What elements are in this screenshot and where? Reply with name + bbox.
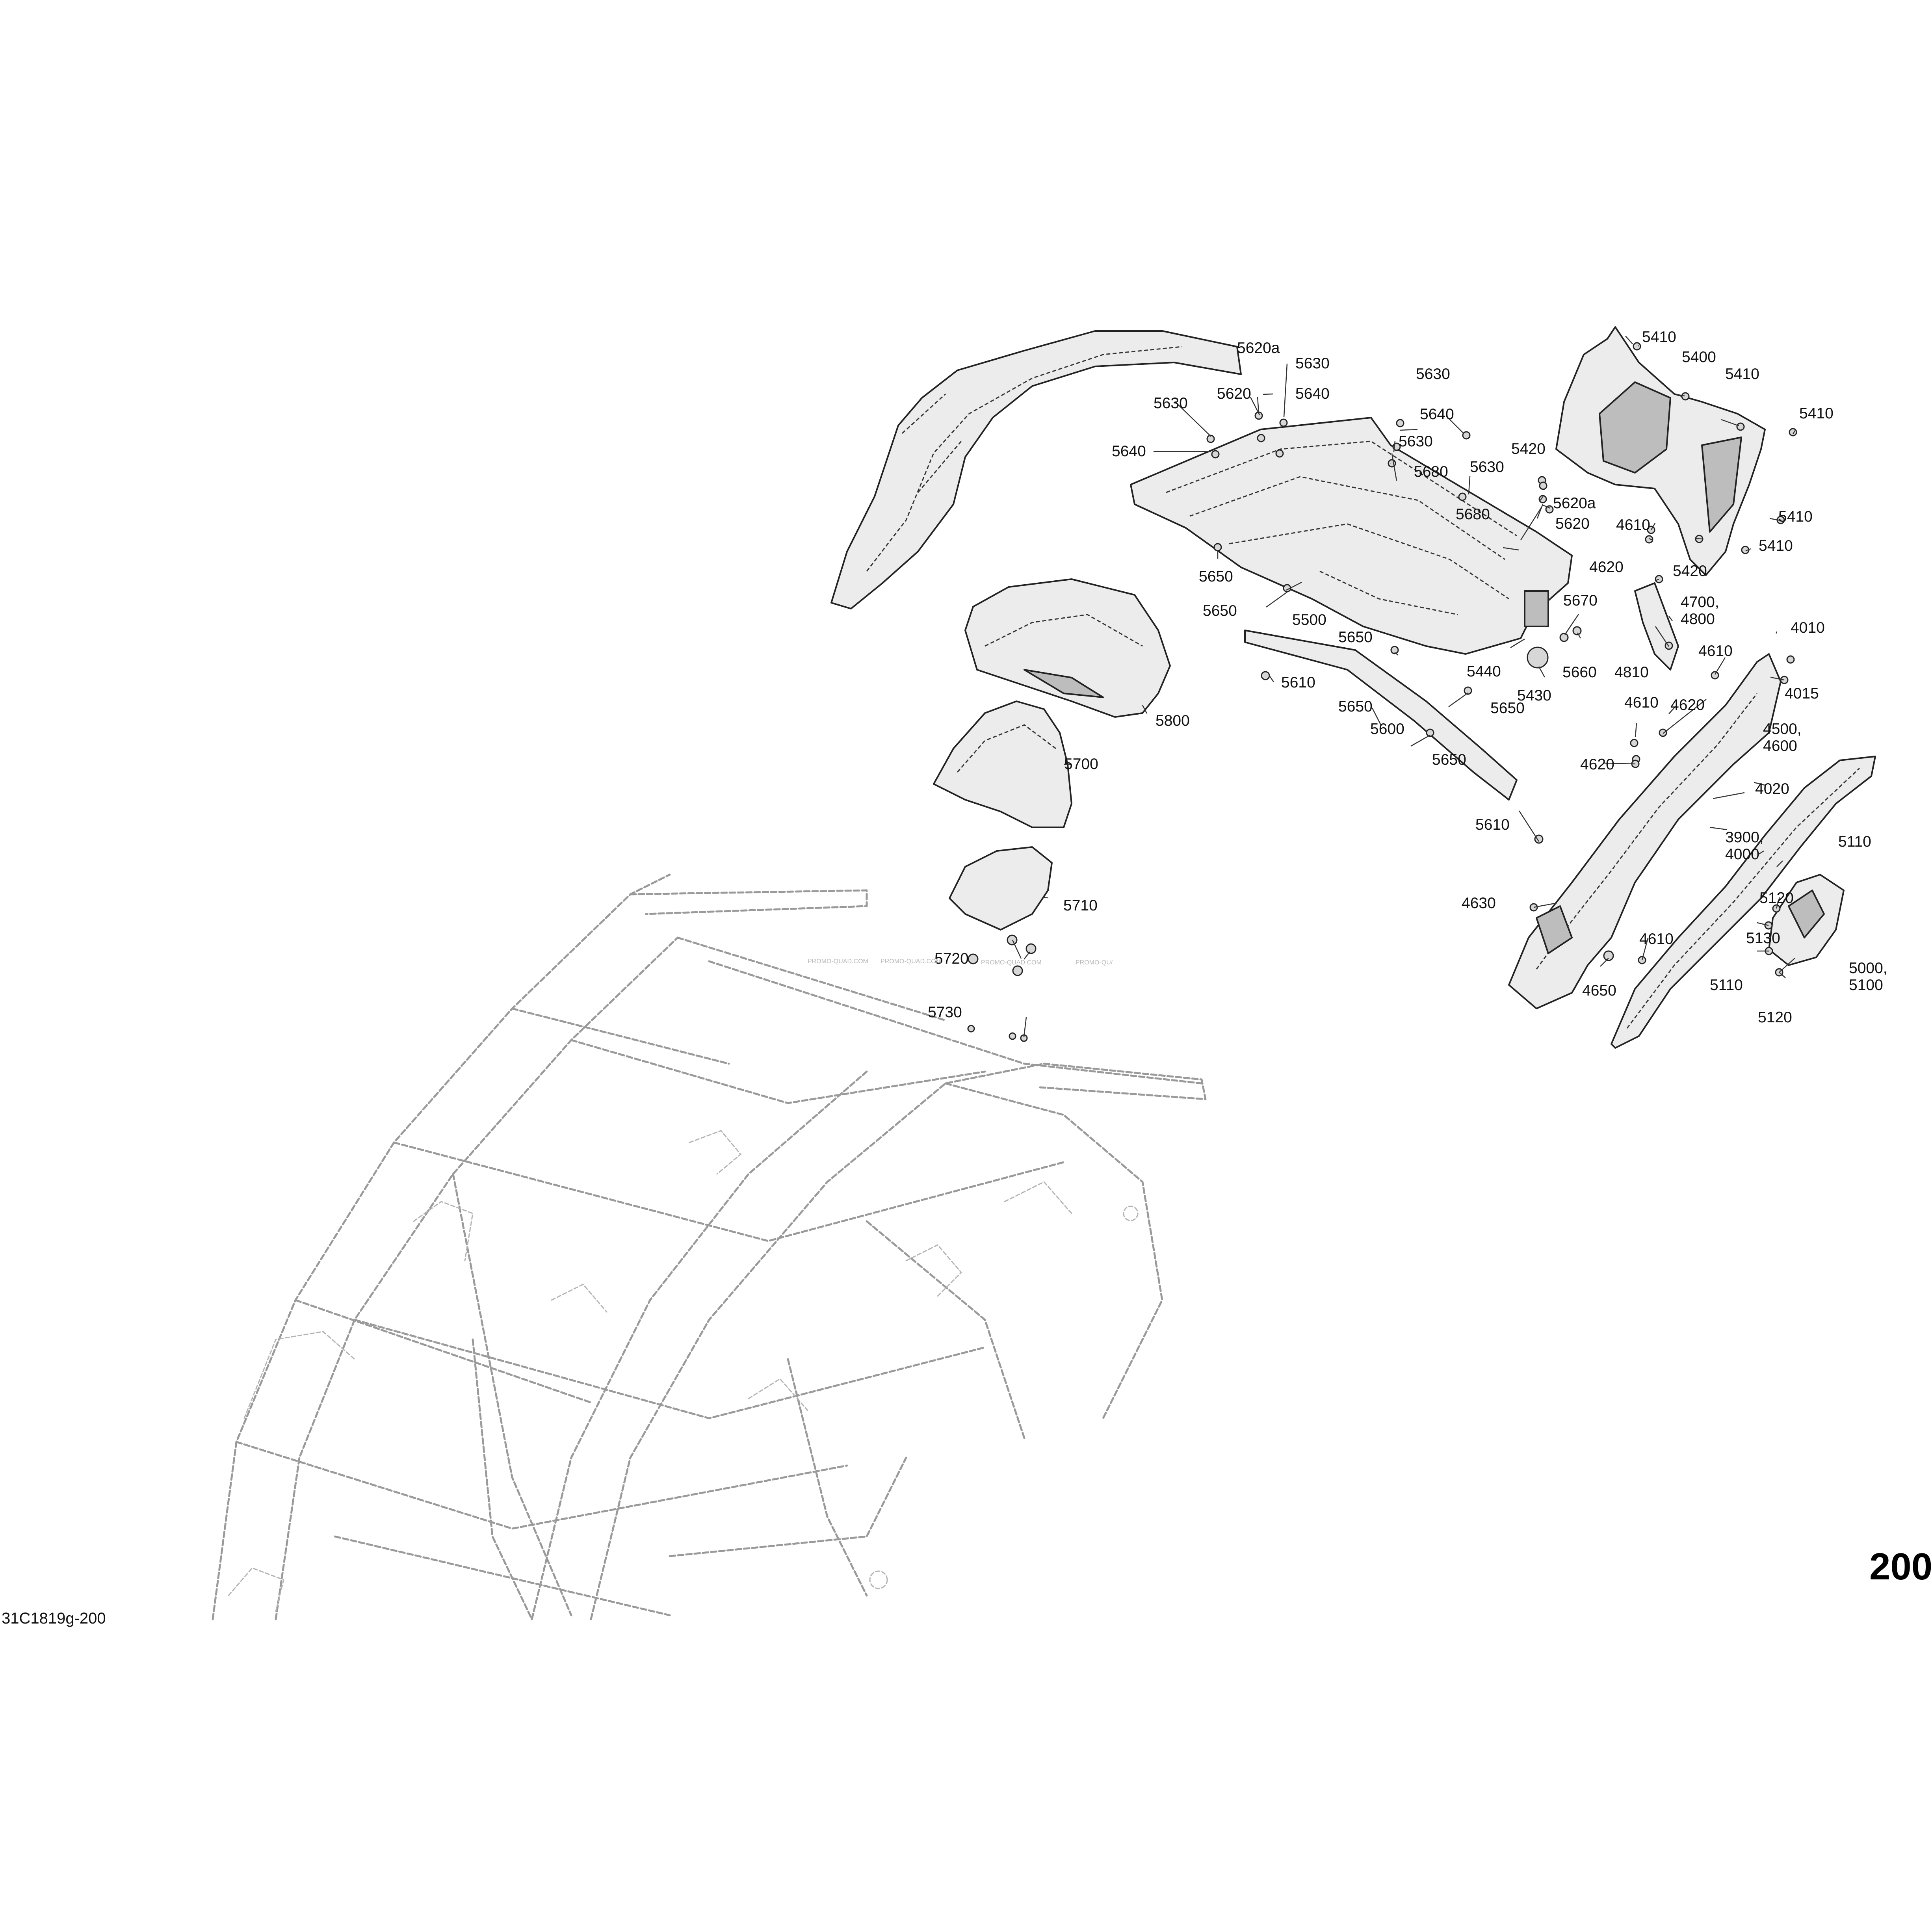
callout-4620: 4620 <box>1580 756 1614 773</box>
callout-5000-5100: 5000,5100 <box>1849 960 1887 994</box>
callout-5610: 5610 <box>1281 674 1315 691</box>
callout-5650: 5650 <box>1199 568 1233 585</box>
callout-5720: 5720 <box>934 950 969 967</box>
side-panel <box>1508 653 1782 1009</box>
callout-4610: 4610 <box>1698 643 1733 659</box>
document-code: 31C1819g-200 <box>2 1610 106 1627</box>
callout-5650: 5650 <box>1338 698 1373 715</box>
callout-4630: 4630 <box>1462 895 1496 912</box>
callout-5620a: 5620a <box>1553 495 1596 512</box>
callout-5640: 5640 <box>1420 406 1454 423</box>
callout-5800: 5800 <box>1155 712 1190 729</box>
callout-4650: 4650 <box>1582 982 1616 999</box>
callout-4610: 4610 <box>1624 694 1659 711</box>
rocker-trim <box>1611 756 1876 1049</box>
callout-5410: 5410 <box>1778 508 1813 525</box>
callout-5130: 5130 <box>1746 930 1780 947</box>
callout-5110: 5110 <box>1838 833 1871 850</box>
callout-5630: 5630 <box>1154 395 1188 412</box>
watermarks: PROMO-QUAD.COM PROMO-QUAD.COM PROMO-QUAD… <box>808 958 1113 966</box>
callout-5680: 5680 <box>1456 506 1490 523</box>
console-cover-middle <box>933 700 1072 828</box>
callout-5500: 5500 <box>1292 611 1326 628</box>
rear-cover <box>1768 874 1845 966</box>
callout-5710: 5710 <box>1063 897 1098 914</box>
callout-4500-4600: 4500,4600 <box>1763 721 1802 754</box>
callout-4810: 4810 <box>1614 664 1649 681</box>
callout-5660: 5660 <box>1562 664 1597 681</box>
callout-5620a: 5620a <box>1237 340 1280 357</box>
watermark-text: PROMO-QUAD.COM <box>881 958 941 965</box>
callout-5640: 5640 <box>1112 443 1146 460</box>
callout-5440: 5440 <box>1467 663 1501 680</box>
watermark-text: PROMO-QUAD.COM <box>808 958 868 965</box>
watermark-text: PROMO-QUAD.COM <box>981 959 1042 966</box>
callout-5410: 5410 <box>1642 329 1676 346</box>
rear-bumper <box>1244 630 1518 801</box>
callout-5650: 5650 <box>1490 700 1525 717</box>
callout-5420: 5420 <box>1673 563 1707 580</box>
callout-5730: 5730 <box>928 1004 962 1021</box>
callout-5630: 5630 <box>1399 433 1433 450</box>
callout-5670: 5670 <box>1563 592 1598 609</box>
callout-4700-4800: 4700,4800 <box>1681 594 1719 628</box>
callout-5640: 5640 <box>1295 385 1330 402</box>
callout-5400: 5400 <box>1682 349 1716 366</box>
side-bracket <box>1634 582 1679 671</box>
callout-5650: 5650 <box>1203 602 1237 619</box>
console-cover-upper <box>964 578 1171 718</box>
cargo-tub <box>1130 417 1573 655</box>
callout-4010: 4010 <box>1791 619 1825 636</box>
rear-right-panel <box>1555 326 1766 576</box>
callout-5410: 5410 <box>1799 405 1834 422</box>
callout-5420: 5420 <box>1511 440 1546 457</box>
callout-5610: 5610 <box>1475 816 1510 833</box>
callout-5620: 5620 <box>1555 515 1590 532</box>
fasteners <box>967 342 1797 1042</box>
callout-5120: 5120 <box>1759 890 1794 907</box>
watermark-text: PROMO-QU/ <box>1076 959 1113 966</box>
callout-5410: 5410 <box>1759 537 1793 554</box>
callout-5120: 5120 <box>1758 1009 1792 1026</box>
callout-5650: 5650 <box>1338 629 1373 646</box>
roll-cage-frame <box>212 873 1207 1620</box>
callout-4020: 4020 <box>1755 780 1789 797</box>
callout-5110: 5110 <box>1710 977 1743 994</box>
leader-lines <box>1012 336 1796 1037</box>
page-number: 200 <box>1869 1546 1932 1588</box>
callout-5650: 5650 <box>1432 751 1466 768</box>
callout-5700: 5700 <box>1064 756 1098 773</box>
callout-5630: 5630 <box>1416 366 1450 383</box>
console-cover-lower <box>949 846 1053 931</box>
left-fender <box>830 330 1242 609</box>
callout-5630: 5630 <box>1470 459 1504 476</box>
callout-labels: 5620a 5630 5620 5640 5630 5640 5630 5640… <box>928 329 1887 1026</box>
callout-4610: 4610 <box>1639 931 1674 947</box>
callout-4620: 4620 <box>1589 559 1624 576</box>
callout-5410: 5410 <box>1725 366 1759 383</box>
callout-5680: 5680 <box>1414 463 1448 480</box>
callout-5600: 5600 <box>1370 721 1404 738</box>
callout-4015: 4015 <box>1785 685 1819 702</box>
callout-5430: 5430 <box>1517 687 1551 704</box>
callout-5630: 5630 <box>1295 355 1330 372</box>
callout-5620: 5620 <box>1217 385 1251 402</box>
callout-4620: 4620 <box>1670 697 1705 713</box>
callout-4610: 4610 <box>1616 516 1650 533</box>
callout-3900-4000: 3900,4000 <box>1725 829 1764 863</box>
